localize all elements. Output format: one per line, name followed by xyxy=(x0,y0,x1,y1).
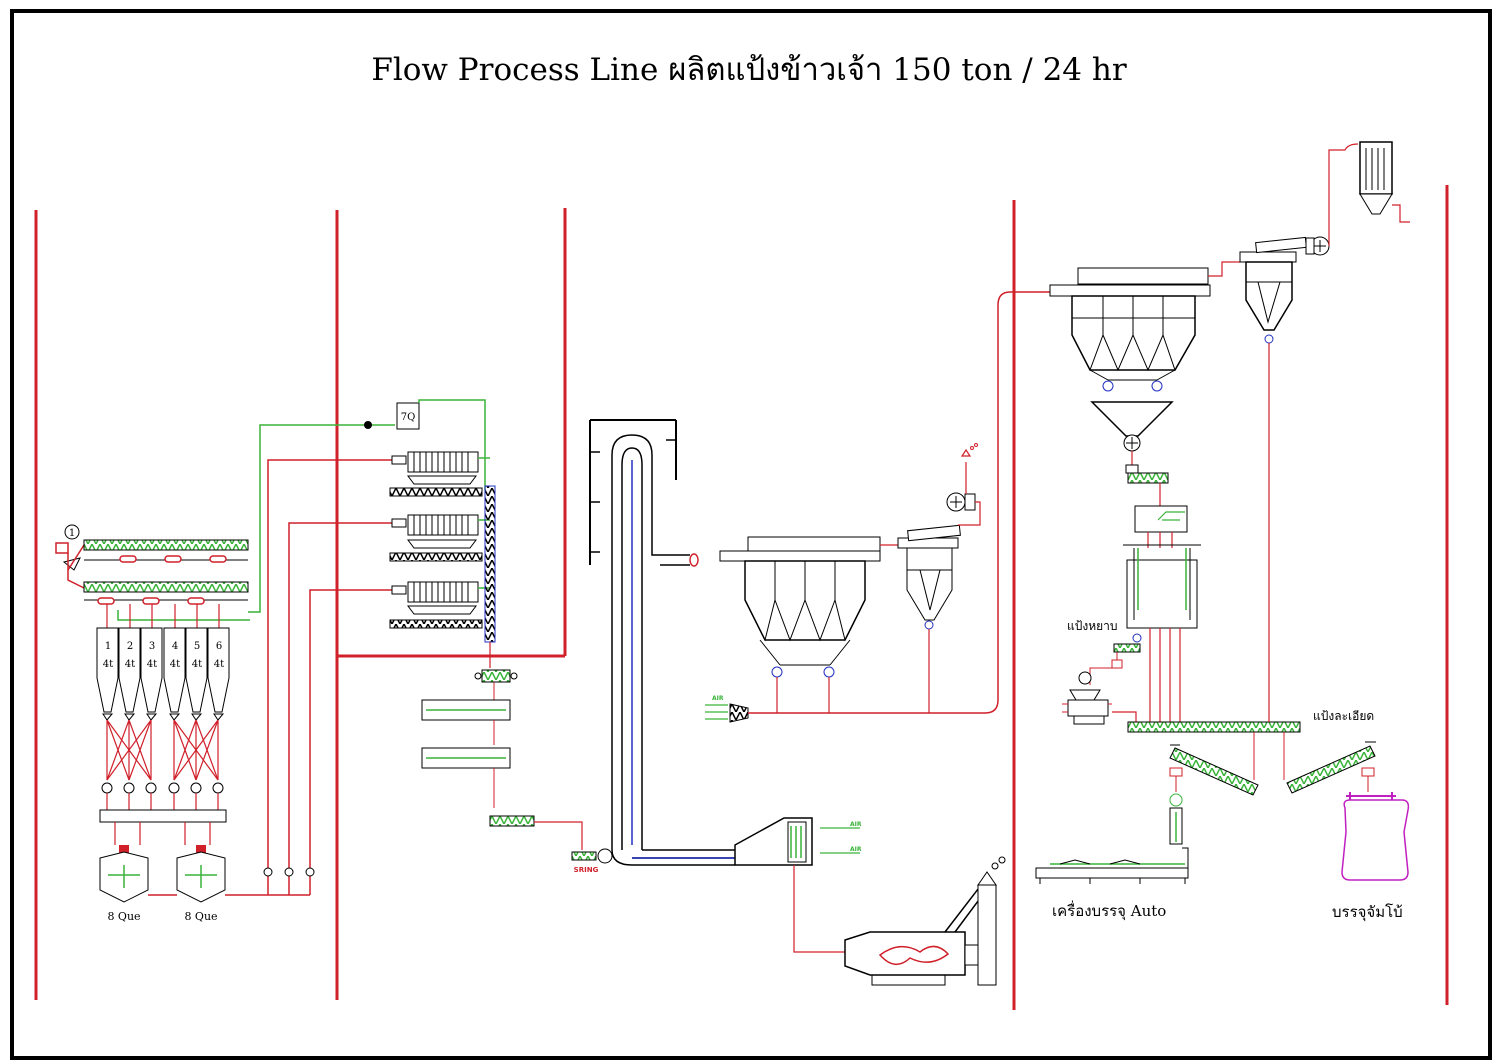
tank-4-number: 4 xyxy=(172,641,178,652)
que-left-label: 8 Que xyxy=(107,910,140,923)
screw-conveyor-bottom xyxy=(83,581,249,593)
furnace xyxy=(844,931,966,976)
tank-1-capacity: 4t xyxy=(103,659,113,670)
filter-press-section: 7Q xyxy=(364,399,613,874)
packing-section: แป้งหยาบ แป้งละเอียด เครื่อ xyxy=(1035,141,1410,922)
soaking-section: 1 xyxy=(55,424,395,923)
tank-6-number: 6 xyxy=(216,641,222,652)
dust-collector xyxy=(1359,141,1393,195)
screw-conveyor-top xyxy=(83,539,249,551)
pump-7q xyxy=(364,421,372,429)
que-right-label: 8 Que xyxy=(184,910,217,923)
diagram-title: Flow Process Line ผลิตแป้งข้าวเจ้า 150 t… xyxy=(371,52,1127,88)
vertical-screw-conveyor xyxy=(484,485,496,643)
section-dividers xyxy=(34,185,1449,1010)
tank-1-number: 1 xyxy=(105,641,111,652)
tank-3-capacity: 4t xyxy=(147,659,157,670)
diagram-frame xyxy=(10,9,1492,1060)
splitter-valve xyxy=(62,557,81,571)
jumbo-bag xyxy=(1341,799,1410,881)
tank-5-number: 5 xyxy=(194,641,200,652)
incline-conveyor-left xyxy=(1169,747,1259,796)
circle-marker xyxy=(64,524,80,540)
feeder-box xyxy=(55,542,69,554)
sring-label: SRING xyxy=(574,866,599,874)
circle-marker-label: 1 xyxy=(69,528,75,539)
tank-5-capacity: 4t xyxy=(192,659,202,670)
tank-3-number: 3 xyxy=(149,641,155,652)
que-tank-left xyxy=(99,845,149,903)
incline-conveyor-right xyxy=(1286,745,1376,794)
sring-blower xyxy=(597,848,613,864)
air-label-intake: AIR xyxy=(712,695,724,702)
tank-2-number: 2 xyxy=(127,641,133,652)
jumbo-pack-label: บรรจุจัมโบ้ xyxy=(1332,903,1403,922)
tank-2-capacity: 4t xyxy=(125,659,135,670)
collector-header xyxy=(99,809,227,823)
coarse-flour-label: แป้งหยาบ xyxy=(1067,619,1118,633)
flash-dryer-section: AIR AIR xyxy=(589,291,1050,986)
tank-7q-label: 7Q xyxy=(401,412,416,423)
auto-packer-label: เครื่องบรรจุ Auto xyxy=(1052,900,1166,921)
fine-flour-label: แป้งละเอียด xyxy=(1313,709,1374,723)
que-tank-right xyxy=(176,845,226,903)
air-label-heater-top: AIR xyxy=(850,821,862,828)
tank-7q xyxy=(396,402,420,430)
air-label-heater-bottom: AIR xyxy=(850,846,862,853)
tank-4-capacity: 4t xyxy=(170,659,180,670)
tank-6-capacity: 4t xyxy=(214,659,224,670)
